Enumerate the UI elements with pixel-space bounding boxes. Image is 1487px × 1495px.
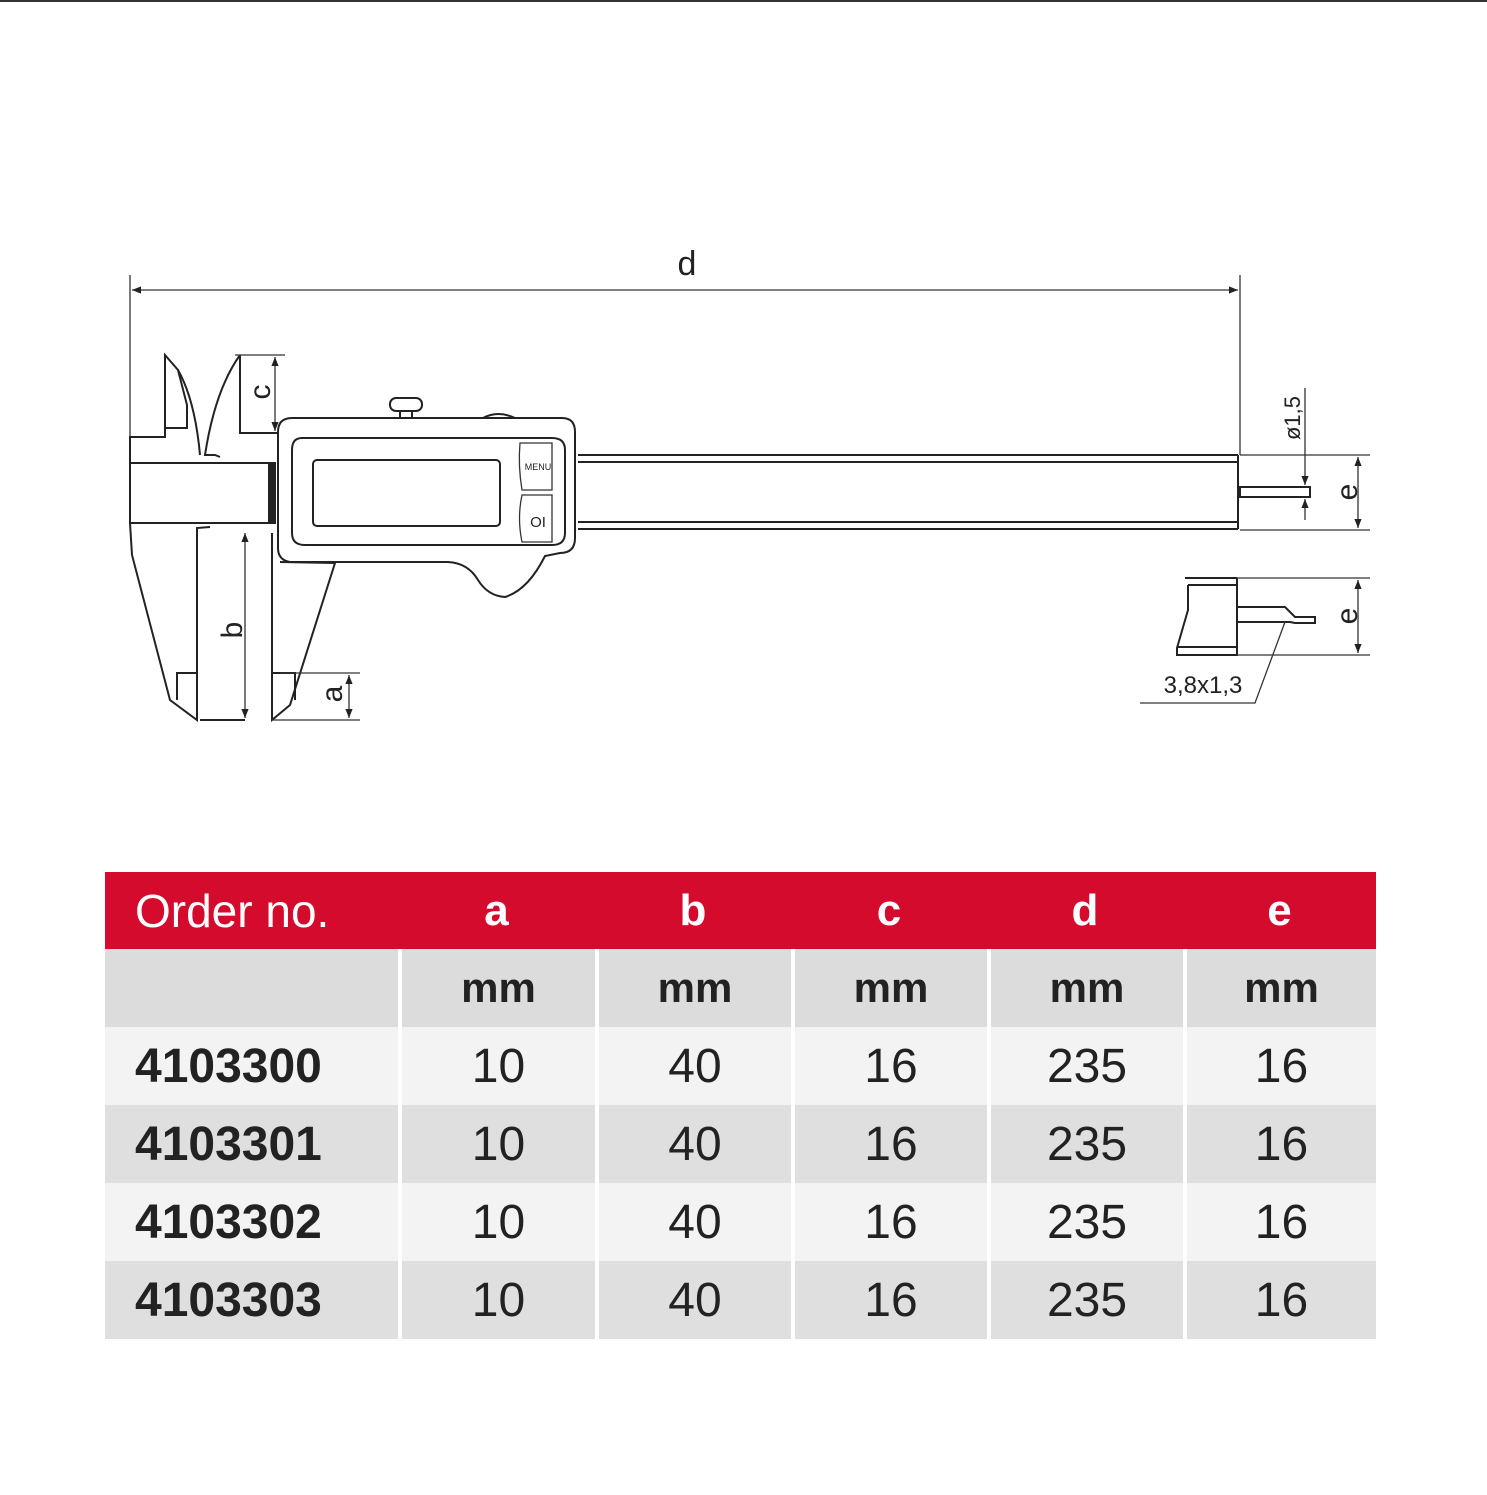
dimension-d: d — [129, 245, 1241, 455]
dim-label-b: b — [216, 622, 249, 639]
dim-label-c: c — [244, 385, 277, 400]
menu-button: MENU — [518, 442, 553, 491]
depth-blade-detail: e 3,8x1,3 — [1140, 577, 1370, 704]
table-row: 4103303 10 40 16 235 16 — [105, 1261, 1376, 1339]
value-d: 235 — [987, 1183, 1183, 1261]
svg-text:OI: OI — [530, 514, 546, 531]
rod-diameter-label: ø1,5 — [1280, 396, 1305, 440]
header-order-no: Order no. — [135, 884, 330, 937]
lcd-display — [312, 459, 501, 527]
dim-label-e-top: e — [1331, 484, 1364, 501]
table-row: 4103300 10 40 16 235 16 — [105, 1027, 1376, 1105]
unit-cell: mm — [398, 949, 595, 1027]
dimension-c: c — [235, 354, 285, 431]
order-number: 4103301 — [135, 1117, 322, 1171]
value-b: 40 — [595, 1261, 791, 1339]
table-units-row: mm mm mm mm mm — [105, 949, 1376, 1027]
svg-text:MENU: MENU — [525, 462, 552, 472]
order-number: 4103300 — [135, 1039, 322, 1093]
value-a: 10 — [398, 1183, 595, 1261]
value-e: 16 — [1183, 1027, 1376, 1105]
dimension-b: b — [216, 533, 249, 718]
value-d: 235 — [987, 1261, 1183, 1339]
table-header-row: Order no. a b c d e — [105, 872, 1376, 949]
value-b: 40 — [595, 1183, 791, 1261]
caliper-beam — [129, 454, 1239, 530]
depth-blade-label: 3,8x1,3 — [1164, 672, 1243, 699]
order-number: 4103303 — [135, 1273, 322, 1327]
dim-label-e-bottom: e — [1331, 608, 1364, 625]
value-d: 235 — [987, 1027, 1183, 1105]
header-b: b — [679, 885, 707, 935]
lock-screw-icon — [389, 397, 423, 412]
header-a: a — [484, 885, 509, 935]
top-border — [0, 0, 1487, 2]
dimension-a: a — [272, 672, 360, 721]
unit-cell: mm — [1183, 949, 1376, 1027]
table-row: 4103301 10 40 16 235 16 — [105, 1105, 1376, 1183]
caliper-jaws — [129, 352, 337, 723]
dim-label-d: d — [678, 245, 697, 283]
value-e: 16 — [1183, 1183, 1376, 1261]
value-c: 16 — [791, 1183, 987, 1261]
header-d: d — [1071, 885, 1099, 935]
dimensions-table: Order no. a b c d e mm mm mm mm mm 41033… — [105, 872, 1376, 1339]
unit-cell: mm — [987, 949, 1183, 1027]
value-b: 40 — [595, 1027, 791, 1105]
value-e: 16 — [1183, 1261, 1376, 1339]
unit-cell: mm — [791, 949, 987, 1027]
table-row: 4103302 10 40 16 235 16 — [105, 1183, 1376, 1261]
caliper-drawing: d MENU OI — [129, 245, 1370, 723]
value-c: 16 — [791, 1027, 987, 1105]
value-a: 10 — [398, 1027, 595, 1105]
value-a: 10 — [398, 1105, 595, 1183]
value-b: 40 — [595, 1105, 791, 1183]
unit-cell: mm — [595, 949, 791, 1027]
dim-label-a: a — [316, 685, 349, 702]
value-a: 10 — [398, 1261, 595, 1339]
value-e: 16 — [1183, 1105, 1376, 1183]
value-c: 16 — [791, 1105, 987, 1183]
header-c: c — [876, 885, 902, 935]
depth-rod-detail: ø1,5 e — [1239, 388, 1370, 531]
value-c: 16 — [791, 1261, 987, 1339]
order-number: 4103302 — [135, 1195, 322, 1249]
value-d: 235 — [987, 1105, 1183, 1183]
on-off-button: OI — [518, 494, 553, 543]
unit-cell — [105, 949, 398, 1027]
header-e: e — [1267, 885, 1292, 935]
caliper-slider: MENU OI — [277, 397, 576, 599]
